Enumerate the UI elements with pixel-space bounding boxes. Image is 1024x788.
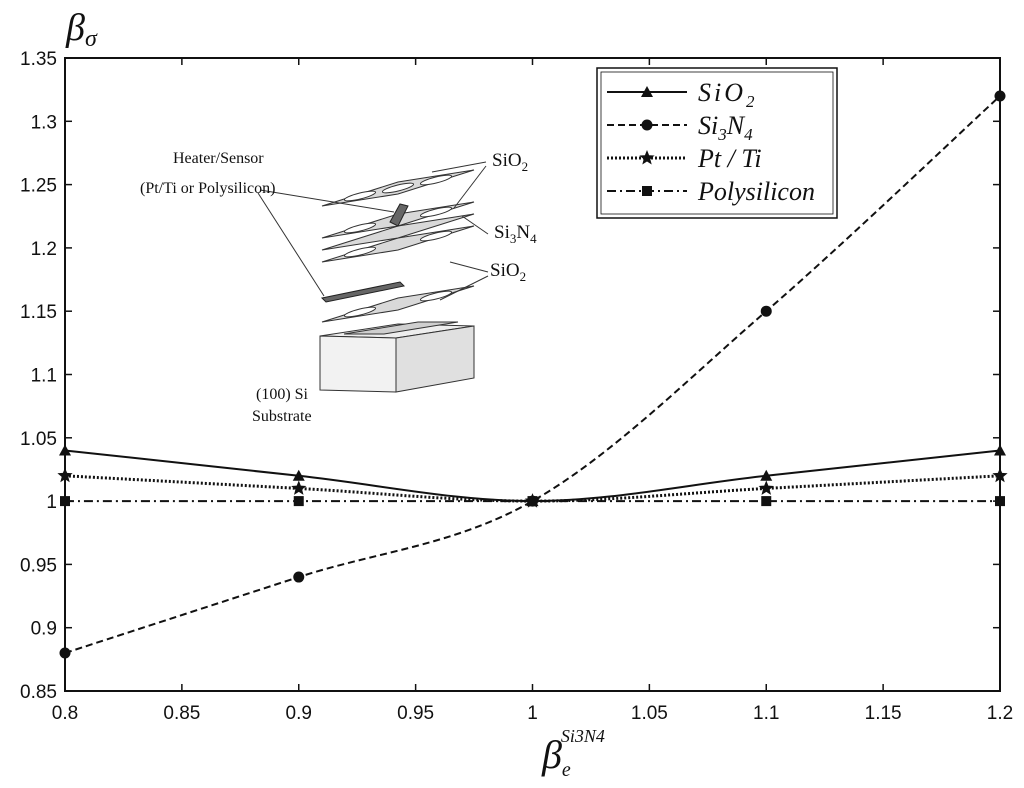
data-point xyxy=(760,305,772,317)
y-axis-label-subscript: σ xyxy=(85,26,98,52)
x-tick-label: 1.2 xyxy=(987,703,1013,724)
data-point xyxy=(758,480,774,495)
data-point xyxy=(57,467,73,483)
x-tick-label: 0.8 xyxy=(52,703,78,724)
inset-schematic: Heater/Sensor (Pt/Ti or Polysilicon) SiO… xyxy=(140,150,537,425)
substrate-side xyxy=(395,325,475,393)
heater-element-upper xyxy=(389,203,409,227)
data-point xyxy=(293,496,304,507)
cavity xyxy=(343,321,459,335)
x-tick-label: 1.15 xyxy=(865,703,902,724)
y-tick-label: 1 xyxy=(46,492,57,513)
x-axis-label-superscript: Si3N4 xyxy=(561,726,605,746)
data-point xyxy=(291,480,307,495)
y-tick-label: 1.15 xyxy=(20,302,57,323)
y-axis-ticks: 0.85 0.9 0.95 1 1.05 1.1 1.15 1.2 1.25 1.3 1.35 xyxy=(20,49,1000,703)
x-tick-label: 1.05 xyxy=(631,703,668,724)
leader-lines xyxy=(257,161,489,301)
data-point xyxy=(994,90,1006,102)
data-point xyxy=(60,496,70,507)
legend-marker xyxy=(642,186,652,196)
substrate-front xyxy=(319,335,397,393)
y-tick-label: 1.1 xyxy=(31,366,57,387)
y-tick-label: 0.95 xyxy=(20,555,57,576)
data-point xyxy=(995,496,1005,507)
y-axis-label: βσ xyxy=(65,7,98,52)
data-point xyxy=(293,571,305,583)
data-point xyxy=(994,444,1006,456)
y-tick-label: 1.35 xyxy=(20,49,57,70)
data-point xyxy=(760,469,773,481)
data-point xyxy=(59,444,71,456)
y-tick-label: 1.05 xyxy=(20,429,57,450)
x-axis-label: βe Si3N4 xyxy=(541,726,605,781)
x-tick-label: 1 xyxy=(527,703,538,724)
layer-stack xyxy=(321,169,475,323)
legend-marker xyxy=(641,119,653,131)
y-tick-label: 0.9 xyxy=(31,619,57,640)
inset-heater-label-2: (Pt/Ti or Polysilicon) xyxy=(140,180,275,197)
x-axis-label-main: β xyxy=(541,732,562,777)
inset-si3n4-label: Si3N4 xyxy=(494,222,537,246)
x-axis-label-subscript: e xyxy=(562,759,571,781)
x-tick-label: 1.1 xyxy=(753,703,779,724)
y-tick-label: 1.2 xyxy=(31,239,57,260)
y-axis-label-main: β xyxy=(65,7,85,49)
legend-label-polysilicon: Polysilicon xyxy=(697,177,815,206)
x-axis-ticks: 0.8 0.85 0.9 0.95 1 1.05 1.1 1.15 1.2 xyxy=(52,58,1013,724)
y-tick-label: 0.85 xyxy=(20,682,57,703)
inset-heater-label-1: Heater/Sensor xyxy=(173,150,264,167)
series-layer xyxy=(57,90,1008,659)
x-tick-label: 0.95 xyxy=(397,703,434,724)
legend-marker xyxy=(641,86,653,97)
x-tick-label: 0.85 xyxy=(163,703,200,724)
data-point xyxy=(992,467,1008,483)
heater-element-lower xyxy=(320,281,406,303)
data-point xyxy=(527,495,538,507)
legend-label-sio2: SiO2 xyxy=(698,78,755,111)
inset-sio2-top-label: SiO2 xyxy=(492,150,528,174)
data-point xyxy=(761,496,772,507)
legend-label-ptti: Pt / Ti xyxy=(697,144,762,173)
inset-substrate-label-1: (100) Si xyxy=(256,386,309,403)
inset-sio2-bottom-label: SiO2 xyxy=(490,260,526,284)
layer-si3n4-b xyxy=(321,213,475,251)
legend-items xyxy=(607,86,687,196)
series-line xyxy=(64,95,1001,654)
y-tick-label: 1.3 xyxy=(31,112,57,133)
legend: SiO2 Si3N4 Pt / Ti Polysilicon xyxy=(596,67,838,219)
data-point xyxy=(292,469,305,481)
series-si3n4 xyxy=(59,90,1006,659)
x-tick-label: 0.9 xyxy=(286,703,312,724)
inset-substrate-label-2: Substrate xyxy=(252,408,312,425)
y-tick-label: 1.25 xyxy=(20,176,57,197)
legend-marker xyxy=(639,150,655,165)
legend-label-si3n4: Si3N4 xyxy=(698,111,753,144)
layer-holes xyxy=(343,174,453,318)
data-point xyxy=(59,647,71,659)
